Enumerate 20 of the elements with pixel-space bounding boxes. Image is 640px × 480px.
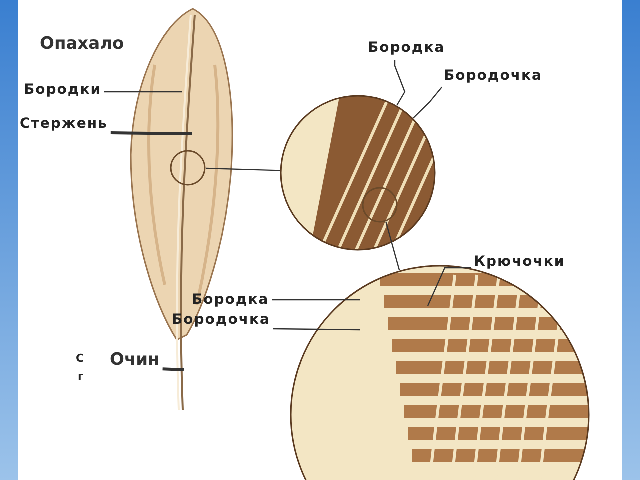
part-label: Бородка — [368, 40, 446, 57]
part-label: Стержень — [20, 116, 108, 133]
connector-line — [162, 368, 186, 372]
part-label: Бородочка — [444, 68, 542, 85]
part-label: Крючочки — [474, 254, 566, 271]
connector-line — [386, 222, 400, 271]
connector-line — [104, 91, 183, 93]
part-label: С — [76, 351, 84, 367]
connector-line — [272, 299, 361, 301]
zoom-circle — [362, 187, 398, 223]
connector-line — [273, 328, 361, 331]
connector-line — [110, 132, 194, 136]
part-label: Бородки — [24, 82, 102, 99]
connector-line — [206, 168, 280, 172]
zoom-circle — [170, 150, 206, 186]
connector-line — [394, 60, 406, 106]
part-label: г — [78, 369, 84, 385]
connector-line — [413, 86, 443, 119]
part-label: Очин — [110, 352, 160, 369]
part-label: Опахало — [40, 36, 124, 53]
